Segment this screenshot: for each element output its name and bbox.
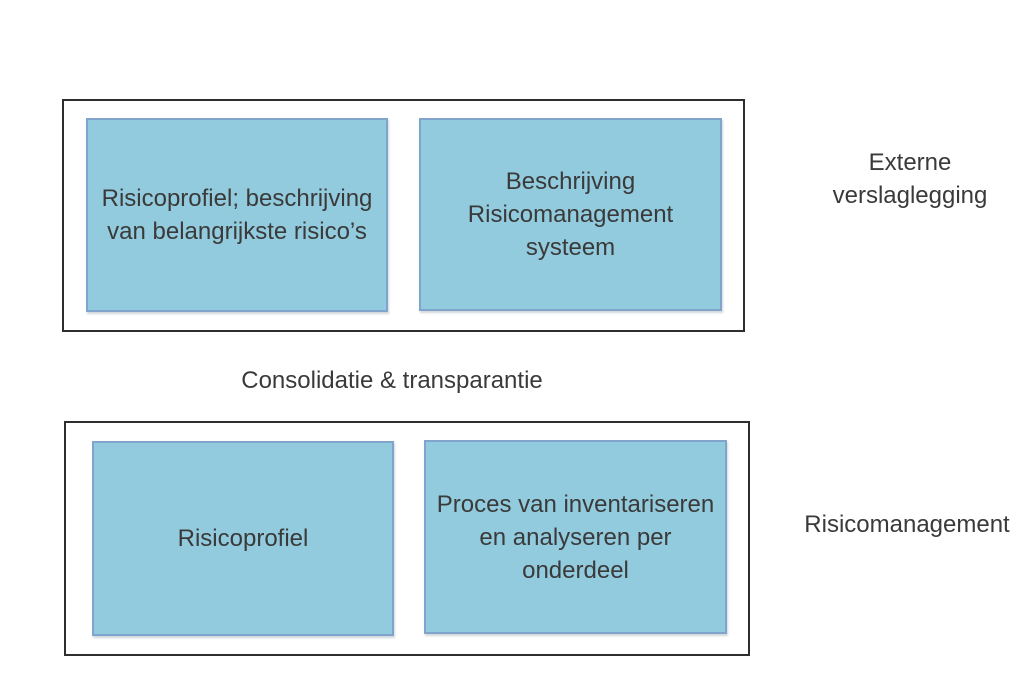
label-external-reporting: Externe verslaglegging <box>832 149 988 209</box>
label-risk-management: Risicomanagement <box>804 511 1010 538</box>
box-risk-profile-description: Risicoprofiel; beschrijving van belangri… <box>86 118 388 312</box>
label-consolidation-transparency: Consolidatie & transparantie <box>241 367 543 394</box>
box-risk-profile: Risicoprofiel <box>92 441 394 636</box>
box-risk-management-system-description: Beschrijving Risicomanagement systeem <box>419 118 722 311</box>
box-inventory-analysis-process: Proces van inventariseren en analyseren … <box>424 440 727 634</box>
